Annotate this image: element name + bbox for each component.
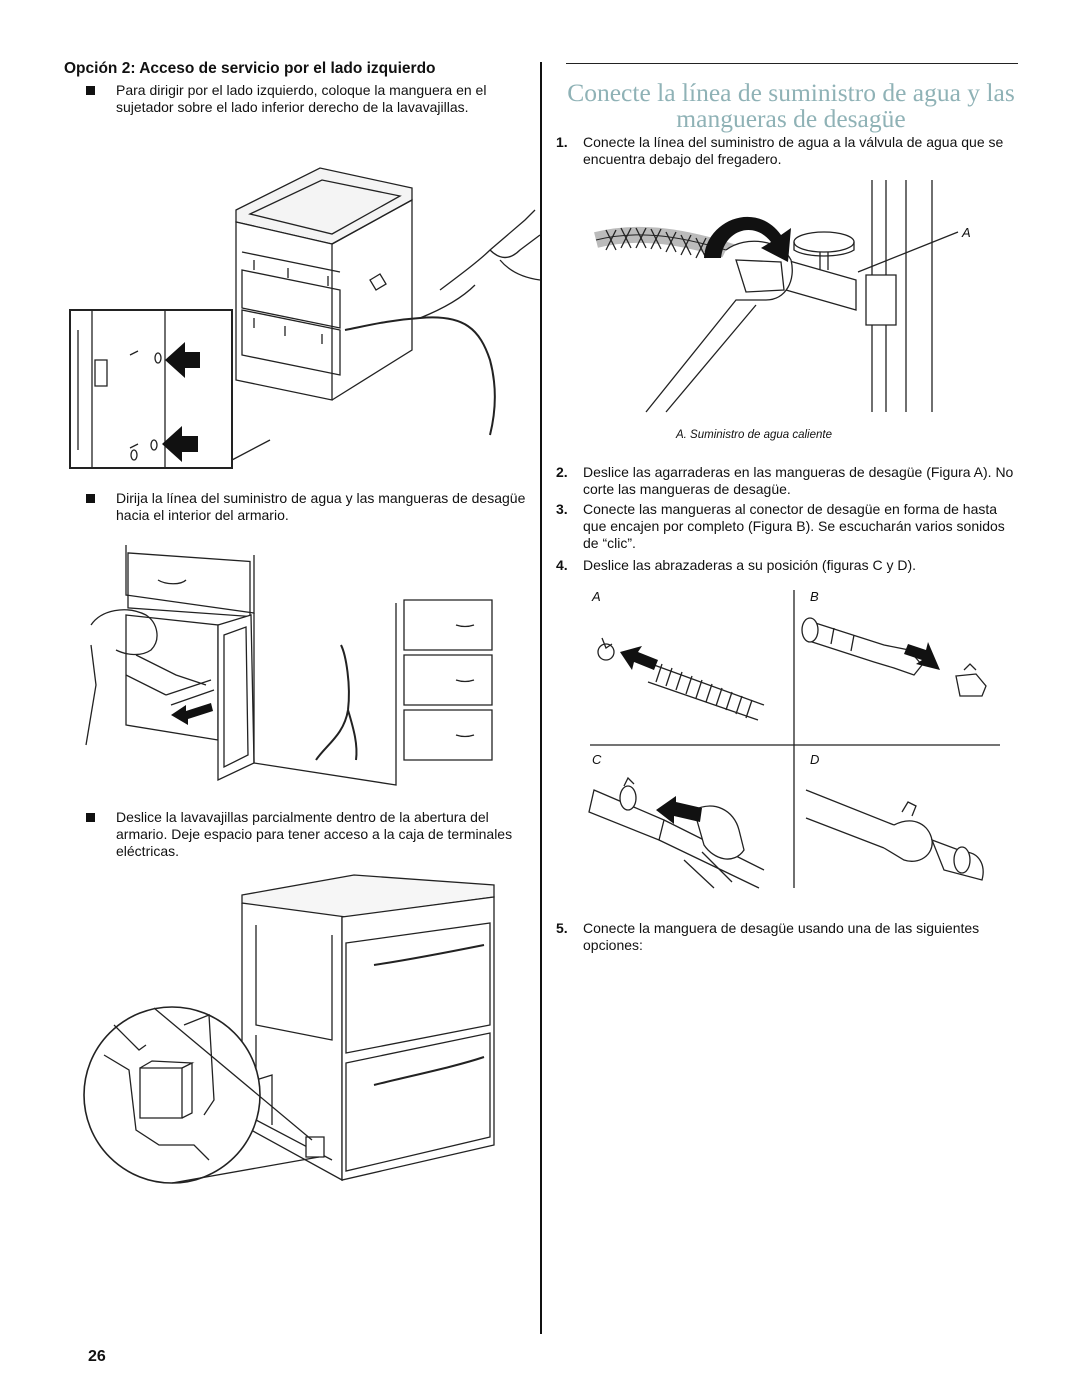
step-text: Deslice las abrazaderas a su posición (f… [583,557,917,573]
column-divider [540,62,542,1334]
figure-label-d: D [810,752,820,767]
bullet-square-icon [86,813,95,822]
figure-label-c: C [592,752,602,767]
bullet-text-2: Dirija la línea del suministro de agua y… [116,490,526,523]
bullet-text-1: Para dirigir por el lado izquierdo, colo… [116,82,487,115]
page-number: 26 [88,1348,106,1365]
step-text: Conecte la manguera de desagüe usando un… [583,920,980,953]
step-number: 3. [556,501,568,517]
step-text: Conecte las mangueras al conector de des… [583,501,1005,551]
step-number: 4. [556,557,568,573]
left-heading: Opción 2: Acceso de servicio por el lado… [64,60,436,77]
section-title-line2: mangueras de desagüe [676,104,906,133]
title-rule [566,63,1018,64]
dishwasher-hose-illustration [70,160,540,470]
valve-caption: A. Suministro de agua caliente [676,429,832,441]
drain-hose-figures-grid [584,590,1004,890]
step-number: 5. [556,920,568,936]
valve-wrench-illustration [596,180,996,415]
cabinet-routing-illustration [86,545,496,795]
bullet-square-icon [86,494,95,503]
step-text: Conecte la línea del suministro de agua … [583,134,1004,167]
figure-label-a: A [592,589,601,604]
bullet-text-3: Deslice la lavavajillas parcialmente den… [116,809,513,859]
dishwasher-terminal-box-illustration [84,875,504,1195]
figure-label-b: B [810,589,819,604]
step-text: Deslice las agarraderas en las mangueras… [583,464,1014,497]
section-title-line1: Conecte la línea de suministro de agua y… [567,78,1015,107]
bullet-square-icon [86,86,95,95]
step-number: 2. [556,464,568,480]
step-number: 1. [556,134,568,150]
valve-callout-label: A [962,225,971,240]
